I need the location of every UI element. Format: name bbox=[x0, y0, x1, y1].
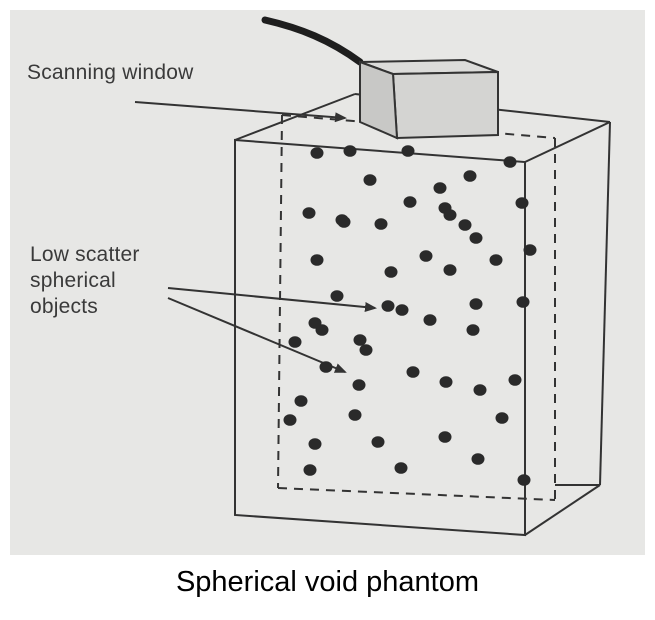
sphere bbox=[439, 376, 453, 388]
sphere bbox=[471, 453, 485, 465]
sphere bbox=[310, 254, 324, 266]
sphere bbox=[503, 156, 517, 168]
sphere bbox=[288, 336, 302, 348]
sphere bbox=[319, 361, 333, 373]
sphere bbox=[419, 250, 433, 262]
sphere bbox=[438, 431, 452, 443]
sphere bbox=[348, 409, 362, 421]
sphere bbox=[469, 232, 483, 244]
sphere bbox=[458, 219, 472, 231]
sphere bbox=[294, 395, 308, 407]
scanning-window-arrow bbox=[134, 101, 347, 123]
sphere bbox=[330, 290, 344, 302]
sphere bbox=[374, 218, 388, 230]
sphere bbox=[489, 254, 503, 266]
sphere bbox=[401, 145, 415, 157]
sphere bbox=[517, 474, 531, 486]
sphere bbox=[371, 436, 385, 448]
sphere bbox=[443, 264, 457, 276]
sphere bbox=[523, 244, 537, 256]
sphere bbox=[395, 304, 409, 316]
sphere bbox=[315, 324, 329, 336]
sphere bbox=[381, 300, 395, 312]
callout-arrows bbox=[134, 101, 377, 373]
sphere bbox=[495, 412, 509, 424]
sphere bbox=[359, 344, 373, 356]
sphere bbox=[343, 145, 357, 157]
sphere bbox=[516, 296, 530, 308]
sphere bbox=[469, 298, 483, 310]
figure-caption: Spherical void phantom bbox=[175, 566, 480, 598]
sphere bbox=[423, 314, 437, 326]
sphere bbox=[403, 196, 417, 208]
phantom-diagram bbox=[134, 16, 611, 537]
sphere bbox=[406, 366, 420, 378]
scanning-window-label: Scanning window bbox=[27, 61, 194, 84]
sphere bbox=[363, 174, 377, 186]
low-scatter-objects-label: Low scatter spherical objects bbox=[30, 243, 140, 318]
probe-cable bbox=[261, 16, 364, 66]
sphere bbox=[515, 197, 529, 209]
sphere bbox=[308, 438, 322, 450]
sphere bbox=[394, 462, 408, 474]
sphere bbox=[463, 170, 477, 182]
sphere bbox=[303, 464, 317, 476]
sphere bbox=[352, 379, 366, 391]
sphere bbox=[310, 147, 324, 159]
scanning-window-probe bbox=[359, 58, 499, 140]
sphere bbox=[384, 266, 398, 278]
sphere bbox=[466, 324, 480, 336]
sphere bbox=[302, 207, 316, 219]
box-visible-edges bbox=[234, 93, 611, 537]
sphere bbox=[337, 216, 351, 228]
sphere bbox=[443, 209, 457, 221]
sphere bbox=[283, 414, 297, 426]
sphere bbox=[473, 384, 487, 396]
low-scatter-arrow-lower bbox=[167, 297, 347, 373]
sphere bbox=[353, 334, 367, 346]
sphere bbox=[508, 374, 522, 386]
sphere bbox=[433, 182, 447, 194]
spheres-group bbox=[283, 145, 537, 486]
phantom-figure: Scanning window Low scatter spherical ob… bbox=[10, 10, 645, 555]
low-scatter-arrow-upper bbox=[167, 287, 377, 313]
